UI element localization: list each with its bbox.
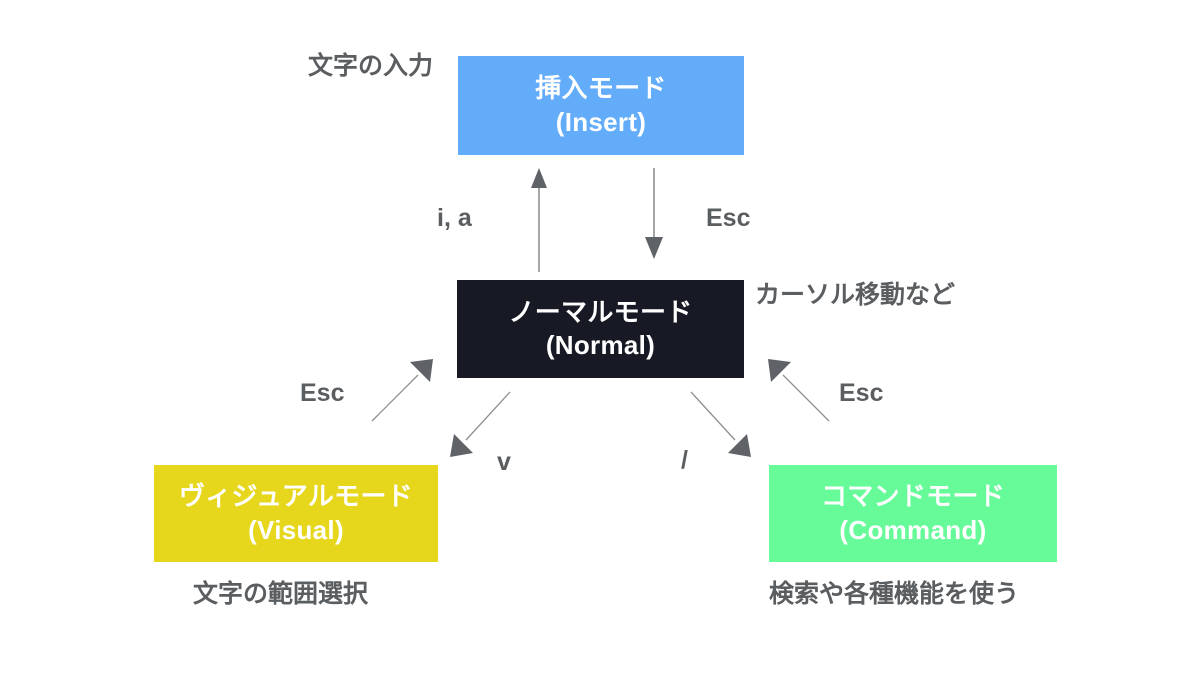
arrow-visual-to-normal [371,359,433,422]
node-normal-label-ja: ノーマルモード [508,296,693,327]
key-label-visual-to-normal: Esc [300,379,345,407]
node-command-label-ja: コマンドモード [820,481,1006,512]
arrow-normal-to-visual [450,391,511,457]
arrow-normal-to-insert [531,168,547,272]
note-visual-mode: 文字の範囲選択 [193,580,369,608]
node-visual-label-en: (Visual) [248,514,344,545]
node-insert-label-en: (Insert) [555,106,647,137]
node-normal-label-en: (Normal) [545,330,656,360]
key-label-normal-to-insert: i, a [437,204,472,232]
node-command-label-en: (Command) [839,514,987,545]
node-visual-label-ja: ヴィジュアルモード [178,481,414,512]
key-label-normal-to-visual: v [497,448,511,476]
node-normal-mode[interactable]: ノーマルモード (Normal) [457,280,744,378]
node-visual-mode[interactable]: ヴィジュアルモード (Visual) [154,465,438,562]
arrow-insert-to-normal [645,168,663,259]
node-insert-label-ja: 挿入モード [535,73,667,104]
note-insert-mode: 文字の入力 [308,52,434,80]
key-label-normal-to-command: / [681,446,688,474]
key-label-insert-to-normal: Esc [706,204,751,232]
note-normal-mode: カーソル移動など [755,281,956,309]
node-insert-mode[interactable]: 挿入モード (Insert) [458,56,744,155]
note-command-mode: 検索や各種機能を使う [769,580,1020,608]
key-label-command-to-normal: Esc [839,379,884,407]
arrow-command-to-normal [768,359,830,422]
node-command-mode[interactable]: コマンドモード (Command) [769,465,1057,562]
arrow-normal-to-command [690,391,751,457]
